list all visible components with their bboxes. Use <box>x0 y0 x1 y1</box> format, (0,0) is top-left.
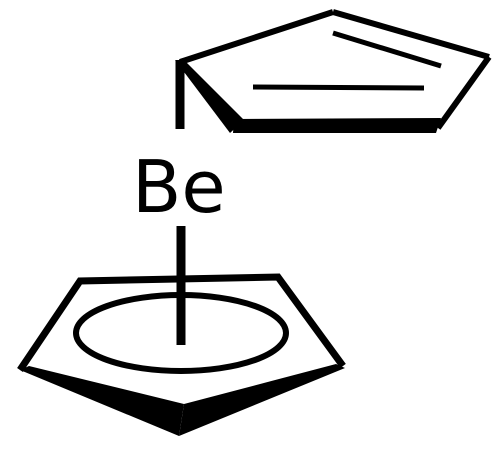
lower-ring-aromatic-circle <box>73 292 289 374</box>
beryllium-atom-label: Be <box>132 145 226 229</box>
upper-ring-back-bond-left <box>179 9 334 65</box>
upper-ring-front-bond-wedge <box>233 118 441 133</box>
upper-ring-inner-double-bond-bottom <box>252 84 425 91</box>
upper-ring-right-bond <box>435 55 492 130</box>
upper-ring-back-bond-right <box>332 9 490 60</box>
upper-ring-inner-double-bond-top <box>332 30 442 69</box>
upper-ring-left-bond-wedge <box>175 60 244 133</box>
lower-cyclopentadienyl-ring <box>17 273 346 436</box>
lower-ring-back-bonds <box>17 273 346 372</box>
lower-ring-front-right-wedge <box>179 364 345 436</box>
lower-ring-front-left-wedge <box>20 366 184 436</box>
upper-cyclopentadienyl-ring <box>175 9 492 133</box>
